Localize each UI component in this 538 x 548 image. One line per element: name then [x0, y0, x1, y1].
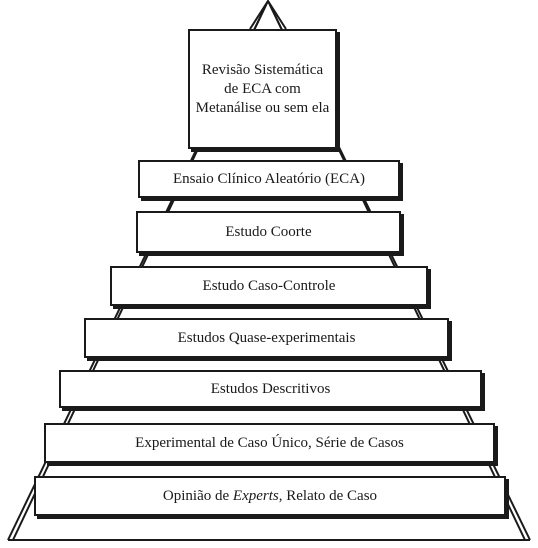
level-systematic-review: Revisão Sistemática de ECA com Metanális… — [188, 29, 337, 149]
level-label: Revisão Sistemática de ECA com Metanális… — [194, 61, 331, 118]
level-label-prefix: Opinião de — [163, 488, 233, 504]
level-quasi-experimental: Estudos Quase-experimentais — [84, 318, 449, 358]
level-label-emphasis: Experts — [233, 488, 279, 504]
level-rct: Ensaio Clínico Aleatório (ECA) — [138, 160, 400, 198]
level-descriptive-studies: Estudos Descritivos — [59, 370, 482, 408]
level-expert-opinion: Opinião de Experts, Relato de Caso — [34, 476, 506, 516]
level-single-case-experimental: Experimental de Caso Único, Série de Cas… — [44, 423, 495, 463]
level-case-control-study: Estudo Caso-Controle — [110, 266, 428, 306]
level-label: Estudos Descritivos — [211, 382, 331, 397]
level-cohort-study: Estudo Coorte — [136, 211, 401, 253]
level-label: Estudo Coorte — [225, 225, 311, 240]
level-label: Experimental de Caso Único, Série de Cas… — [135, 436, 404, 451]
level-label-suffix: , Relato de Caso — [279, 488, 377, 504]
level-label: Estudo Caso-Controle — [203, 279, 336, 294]
level-label: Estudos Quase-experimentais — [178, 331, 356, 346]
level-label: Opinião de Experts, Relato de Caso — [163, 489, 377, 504]
level-label: Ensaio Clínico Aleatório (ECA) — [173, 172, 365, 187]
